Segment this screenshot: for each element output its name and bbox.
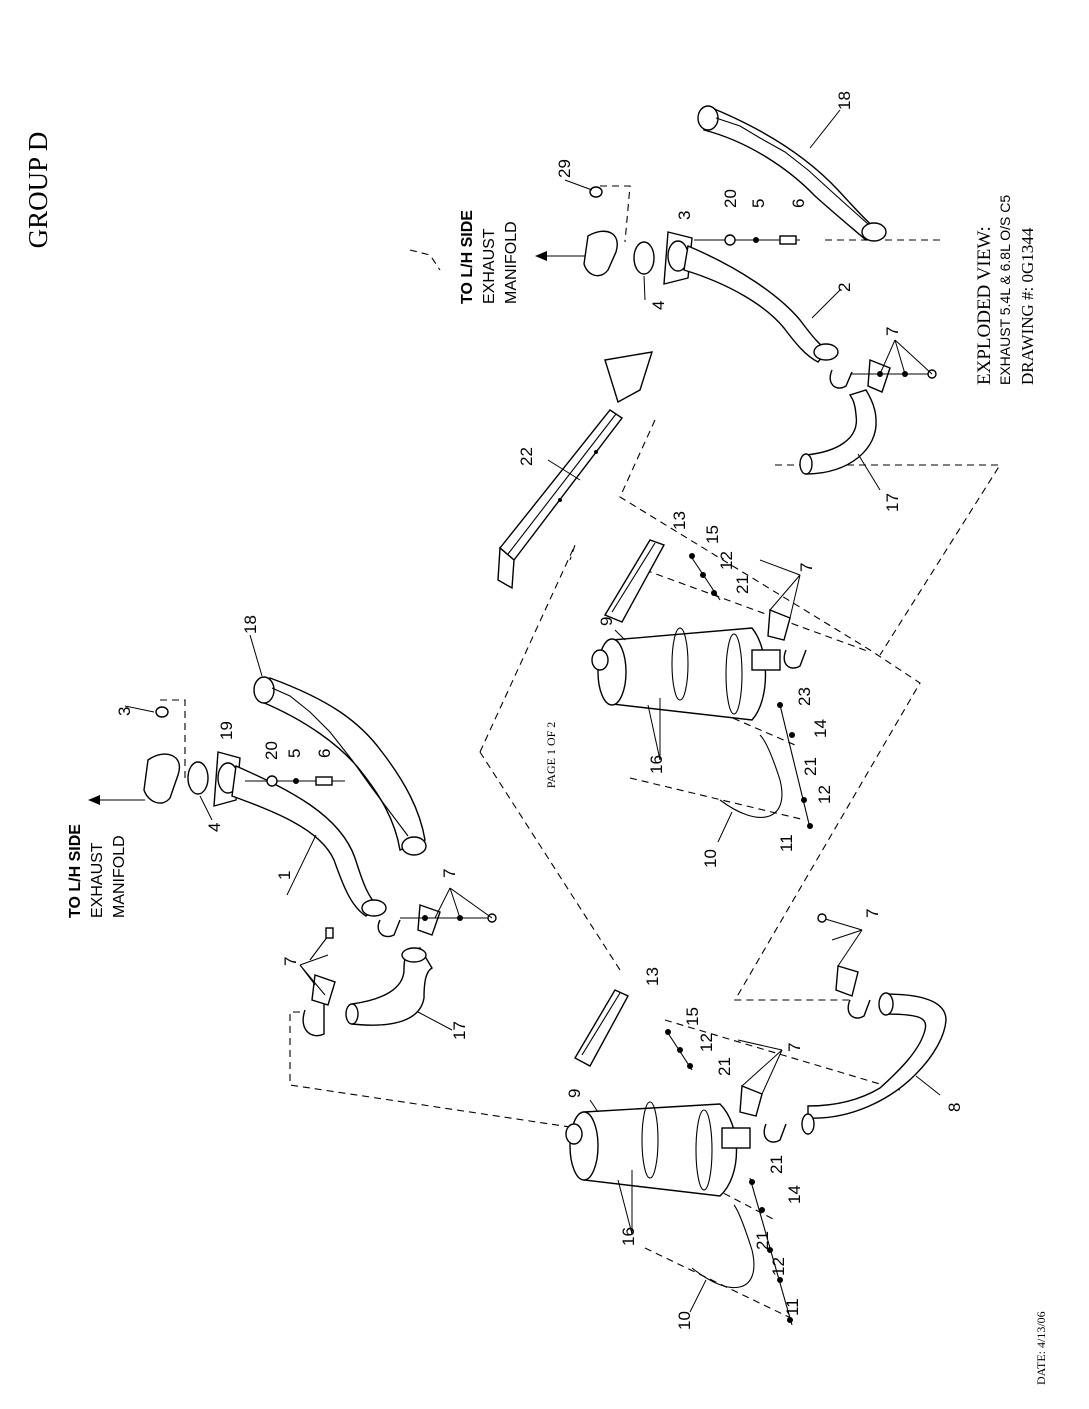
callout-7: 7 bbox=[797, 563, 816, 572]
callout-7: 7 bbox=[785, 1043, 804, 1052]
callout-13: 13 bbox=[670, 511, 689, 530]
callout-9: 9 bbox=[565, 1089, 584, 1098]
callout-15: 15 bbox=[683, 1007, 702, 1026]
drawing-date: DATE: 4/13/06 bbox=[1034, 1311, 1048, 1385]
svg-text:EXHAUST: EXHAUST bbox=[89, 842, 106, 918]
callout-21: 21 bbox=[753, 1231, 772, 1250]
title-line-1: EXPLODED VIEW: bbox=[974, 226, 995, 385]
callout-12: 12 bbox=[697, 1033, 716, 1052]
callout-21: 21 bbox=[767, 1155, 786, 1174]
svg-text:MANIFOLD: MANIFOLD bbox=[111, 835, 128, 918]
callout-21: 21 bbox=[715, 1057, 734, 1076]
callout-7: 7 bbox=[883, 327, 902, 336]
callout-3: 3 bbox=[675, 211, 694, 220]
callout-5: 5 bbox=[285, 749, 304, 758]
callout-5: 5 bbox=[749, 199, 768, 208]
callout-19: 19 bbox=[217, 721, 236, 740]
group-heading: GROUP D bbox=[23, 132, 53, 249]
callout-7: 7 bbox=[281, 957, 300, 966]
callout-2: 2 bbox=[835, 283, 854, 292]
title-line-2: EXHAUST 5.4L & 6.8L O/S C5 bbox=[997, 195, 1013, 385]
callout-12: 12 bbox=[717, 551, 736, 570]
callout-12: 12 bbox=[815, 785, 834, 804]
callout-13: 13 bbox=[643, 967, 662, 986]
callout-18: 18 bbox=[835, 91, 854, 110]
callout-1: 1 bbox=[275, 871, 294, 880]
callout-20: 20 bbox=[262, 741, 281, 760]
page-number: PAGE 1 OF 2 bbox=[544, 722, 558, 789]
callout-10: 10 bbox=[701, 849, 720, 868]
callout-17: 17 bbox=[450, 1021, 469, 1040]
title-line-3: DRAWING #: 0G1344 bbox=[1018, 227, 1037, 385]
callout-11: 11 bbox=[783, 1298, 802, 1316]
callout-15: 15 bbox=[703, 525, 722, 544]
callout-8: 8 bbox=[945, 1103, 964, 1112]
callout-22: 22 bbox=[517, 447, 536, 466]
svg-text:TO L/H SIDE: TO L/H SIDE bbox=[67, 824, 84, 918]
callout-6: 6 bbox=[315, 749, 334, 758]
callout-4: 4 bbox=[205, 823, 224, 832]
callout-4: 4 bbox=[649, 301, 668, 310]
callout-9: 9 bbox=[597, 617, 616, 626]
callout-14: 14 bbox=[785, 1185, 804, 1204]
callout-17: 17 bbox=[883, 493, 902, 512]
callout-11: 11 bbox=[777, 834, 796, 852]
callout-14: 14 bbox=[811, 719, 830, 738]
callout-23: 23 bbox=[795, 687, 814, 706]
callout-20: 20 bbox=[721, 189, 740, 208]
callout-12: 12 bbox=[769, 1257, 788, 1276]
callout-16: 16 bbox=[619, 1227, 638, 1246]
svg-text:EXHAUST: EXHAUST bbox=[481, 228, 498, 304]
callout-29: 29 bbox=[555, 159, 574, 178]
svg-text:MANIFOLD: MANIFOLD bbox=[503, 221, 520, 304]
svg-text:TO L/H SIDE: TO L/H SIDE bbox=[459, 210, 476, 304]
callout-3: 3 bbox=[115, 707, 134, 716]
callout-21: 21 bbox=[733, 575, 752, 594]
callout-10: 10 bbox=[675, 1311, 694, 1330]
callout-7: 7 bbox=[863, 909, 882, 918]
callout-6: 6 bbox=[789, 199, 808, 208]
callout-16: 16 bbox=[647, 755, 666, 774]
callout-21: 21 bbox=[801, 757, 820, 776]
callout-18: 18 bbox=[241, 615, 260, 634]
callout-7: 7 bbox=[440, 869, 459, 878]
